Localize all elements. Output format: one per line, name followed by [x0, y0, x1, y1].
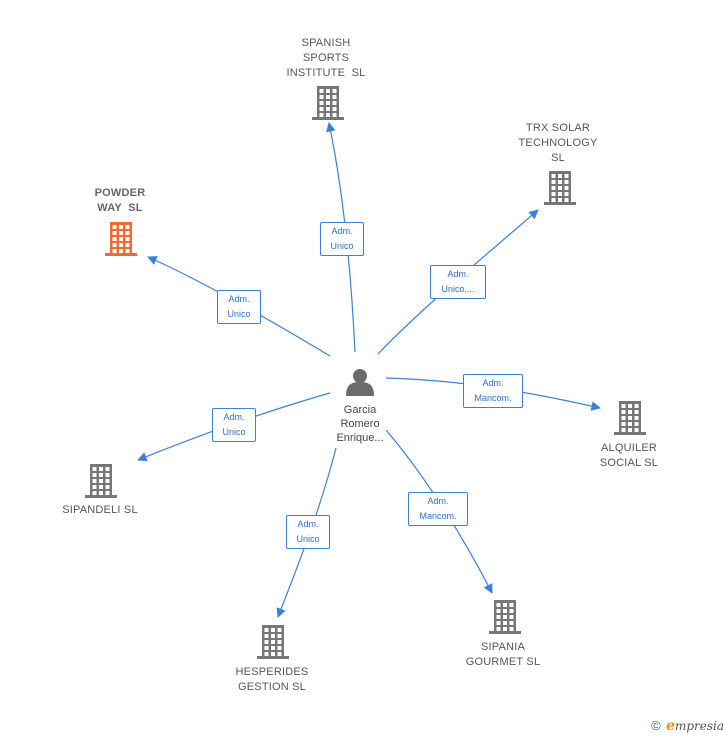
role-label-sipania: Adm. Mancom.	[408, 492, 468, 526]
role-line: Unico,...	[441, 284, 475, 294]
role-line: Adm.	[331, 226, 353, 236]
edge-layer	[137, 122, 601, 618]
role-line: Adm.	[447, 269, 469, 279]
company-name-line: HESPERIDES	[235, 666, 309, 678]
role-label-trx-solar: Adm. Unico,...	[430, 265, 486, 299]
company-name-line: POWDER	[94, 187, 146, 199]
node-layer	[85, 86, 646, 659]
building-icon-spanish-sports[interactable]	[312, 86, 344, 120]
footer-brand: © empresia	[651, 718, 724, 734]
role-line: Unico	[296, 534, 320, 544]
company-name-line: GOURMET SL	[465, 656, 541, 668]
role-line: Unico	[222, 427, 246, 437]
role-line: Adm.	[482, 378, 504, 388]
role-label-powder-way: Adm. Unico	[217, 290, 261, 324]
company-label-hesperides[interactable]: HESPERIDES GESTION SL	[212, 665, 332, 695]
company-name-line: ALQUILER	[600, 442, 657, 454]
role-line: Mancom.	[474, 393, 512, 403]
company-label-sipandeli[interactable]: SIPANDELI SL	[40, 503, 160, 518]
company-name-line: TECHNOLOGY	[518, 137, 598, 149]
company-name-line: INSTITUTE SL	[286, 67, 366, 79]
role-line: Mancom.	[419, 511, 457, 521]
brand-logo-text: mpresia	[674, 719, 724, 733]
company-label-trx-solar[interactable]: TRX SOLAR TECHNOLOGY SL	[498, 121, 618, 166]
company-name-line: SOCIAL SL	[599, 457, 659, 469]
role-line: Adm.	[427, 496, 449, 506]
building-icon-trx-solar[interactable]	[544, 171, 576, 205]
role-label-spanish-sports: Adm. Unico	[320, 222, 364, 256]
company-name-line: SPANISH	[301, 37, 351, 49]
role-line: Adm.	[223, 412, 245, 422]
person-name-line: Enrique...	[336, 432, 384, 444]
building-icon-hesperides[interactable]	[257, 625, 289, 659]
role-label-alquiler-social: Adm. Mancom.	[463, 374, 523, 408]
copyright-symbol: ©	[651, 718, 661, 733]
company-name-line: SL	[551, 152, 565, 164]
brand-logo-e: e	[666, 718, 675, 734]
company-name-line: GESTION SL	[237, 681, 307, 693]
company-name-line: WAY SL	[97, 202, 143, 214]
building-icon-sipania[interactable]	[489, 600, 521, 634]
company-label-alquiler-social[interactable]: ALQUILER SOCIAL SL	[569, 441, 689, 471]
person-name-line: Garcia	[343, 404, 377, 416]
company-label-sipania[interactable]: SIPANIA GOURMET SL	[443, 640, 563, 670]
building-icon-powder-way[interactable]	[105, 222, 137, 256]
company-name-line: SIPANDELI SL	[62, 504, 138, 516]
building-icon-sipandeli[interactable]	[85, 464, 117, 498]
role-line: Adm.	[297, 519, 319, 529]
person-name-line: Romero	[340, 418, 380, 430]
role-line: Unico	[227, 309, 251, 319]
company-name-line: SIPANIA	[481, 641, 525, 653]
role-label-sipandeli: Adm. Unico	[212, 408, 256, 442]
company-label-spanish-sports[interactable]: SPANISH SPORTS INSTITUTE SL	[266, 36, 386, 81]
building-icon-alquiler-social[interactable]	[614, 401, 646, 435]
role-line: Unico	[330, 241, 354, 251]
company-label-powder-way[interactable]: POWDER WAY SL	[60, 186, 180, 216]
role-line: Adm.	[228, 294, 250, 304]
company-name-line: TRX SOLAR	[525, 122, 591, 134]
role-label-hesperides: Adm. Unico	[286, 515, 330, 549]
company-name-line: SPORTS	[302, 52, 350, 64]
person-icon[interactable]	[346, 369, 374, 396]
